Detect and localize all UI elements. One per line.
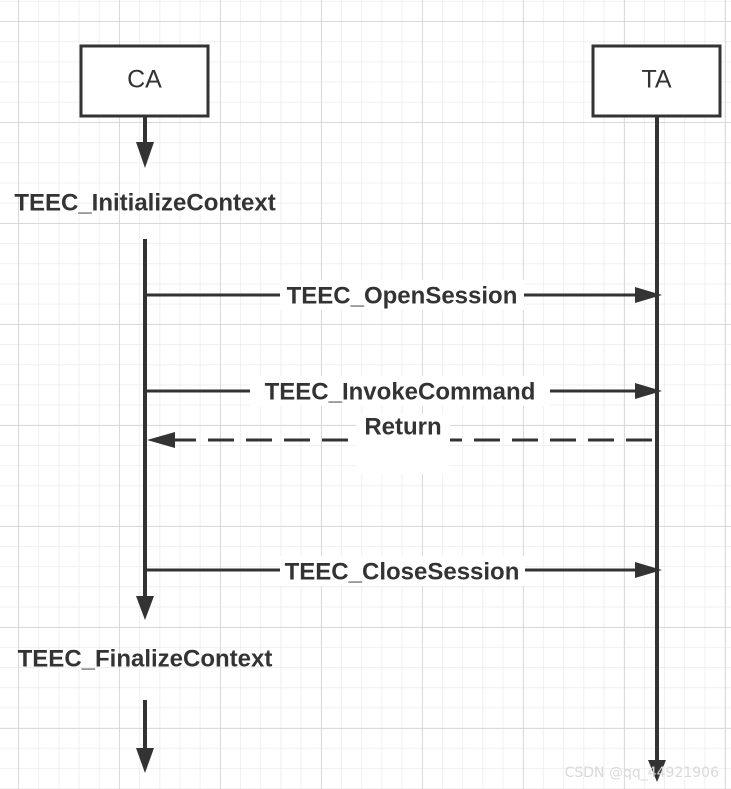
ta-lifeline-arrow-head bbox=[648, 760, 666, 782]
open-session-arrow-head bbox=[635, 287, 662, 303]
close-session-label: TEEC_CloseSession bbox=[285, 558, 520, 585]
return-label: Return bbox=[364, 413, 441, 440]
invoke-command-label-background bbox=[250, 376, 550, 406]
close-session-arrow-head bbox=[635, 562, 662, 578]
invoke-command-label: TEEC_InvokeCommand bbox=[265, 378, 536, 405]
invoke-command-arrow-head bbox=[635, 383, 662, 399]
ca-arrow-to-initialize-head bbox=[136, 142, 154, 168]
ta-participant-label: TA bbox=[641, 66, 671, 94]
open-session-label: TEEC_OpenSession bbox=[287, 282, 518, 309]
watermark-text: CSDN @qq_44921906 bbox=[564, 765, 719, 781]
finalize-context-label: TEEC_FinalizeContext bbox=[18, 645, 273, 672]
ca-participant-label: CA bbox=[127, 66, 162, 94]
ca-arrow-to-finalize-head bbox=[136, 596, 154, 620]
initialize-context-label: TEEC_InitializeContext bbox=[14, 189, 275, 216]
open-session-label-background bbox=[280, 280, 524, 310]
return-arrow-head bbox=[147, 432, 175, 448]
return-label-background bbox=[356, 414, 450, 474]
ca-participant-box bbox=[79, 44, 210, 118]
close-session-label-background bbox=[280, 556, 525, 586]
ca-final-arrow-head bbox=[136, 748, 154, 773]
